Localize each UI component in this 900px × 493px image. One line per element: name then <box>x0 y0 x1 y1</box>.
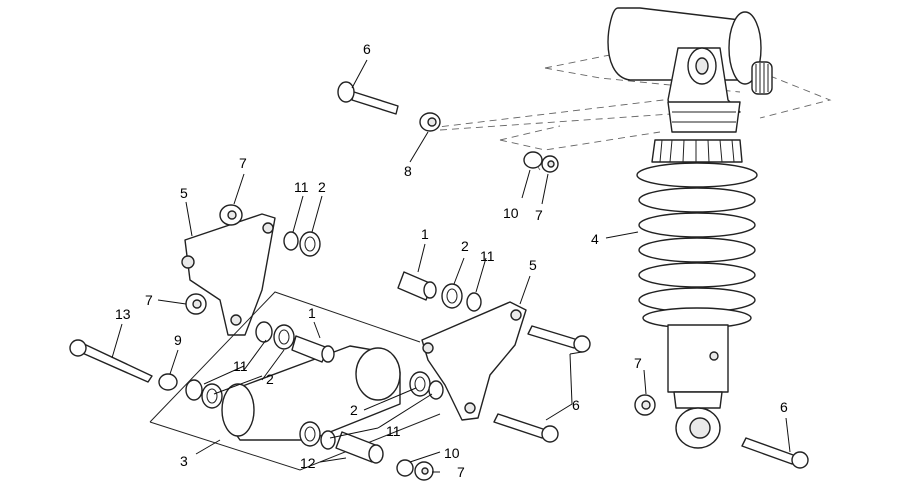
callout-7-lower: 7 <box>457 464 465 480</box>
spacer-1-left <box>291 335 335 363</box>
callout-5-right: 5 <box>529 257 537 273</box>
callout-13: 13 <box>115 306 131 322</box>
bearing-2-lower-left <box>201 383 223 409</box>
callout-7-mid-left: 7 <box>145 292 153 308</box>
bearing-2-lower-right <box>299 421 321 447</box>
bolt-6-right-upper <box>527 325 591 353</box>
washer-11-lower-right <box>320 430 336 450</box>
leader-lines <box>111 59 791 473</box>
nut-8 <box>419 112 441 132</box>
callout-1-left: 1 <box>308 305 316 321</box>
nut-7-mid-left <box>185 293 207 315</box>
bearing-2-right-top <box>441 283 463 309</box>
bearing-2-left-top <box>299 231 321 257</box>
callout-2-lower-right: 2 <box>350 402 358 418</box>
washer-11-right-upper <box>428 380 444 400</box>
shock-absorber <box>607 7 773 449</box>
nut-7-lower <box>414 461 434 481</box>
washer-11-left-top <box>283 231 299 251</box>
callout-9: 9 <box>174 332 182 348</box>
callout-6-right: 6 <box>572 397 580 413</box>
callout-7-right: 7 <box>634 355 642 371</box>
callout-1-right: 1 <box>421 226 429 242</box>
right-plate-5 <box>421 301 527 421</box>
callout-8: 8 <box>404 163 412 179</box>
bearing-2-right-upper <box>409 371 431 397</box>
left-plate-5 <box>181 213 276 336</box>
washer-11-lower-left <box>185 379 203 401</box>
spring-coils <box>636 162 758 329</box>
callout-2-lower-left: 2 <box>266 371 274 387</box>
spacer-12 <box>335 431 384 464</box>
bolt-6-top <box>337 81 399 115</box>
washer-9 <box>158 373 178 391</box>
callout-11-right-top: 11 <box>480 248 495 264</box>
callout-6-far-right: 6 <box>780 399 788 415</box>
callout-10-upper: 10 <box>503 205 519 221</box>
washer-10-lower <box>396 459 414 477</box>
spacer-1-right <box>397 271 437 301</box>
rocker-link-3 <box>221 345 401 441</box>
nut-7-top-left <box>219 204 243 226</box>
callout-2-left-top: 2 <box>318 179 326 195</box>
callout-4: 4 <box>591 231 599 247</box>
link-assembly-outline <box>149 291 441 471</box>
callout-7-upper: 7 <box>535 207 543 223</box>
callout-2-right-top: 2 <box>461 238 469 254</box>
bolt-13 <box>69 339 153 383</box>
callout-10-lower: 10 <box>444 445 460 461</box>
callout-6-top: 6 <box>363 41 371 57</box>
washer-11-mid <box>255 321 273 343</box>
callout-7-left-top: 7 <box>239 155 247 171</box>
bolt-6-right-lower <box>493 413 559 443</box>
callout-11-lower-left: 11 <box>233 358 248 374</box>
washer-10-upper <box>523 151 543 169</box>
callout-12: 12 <box>300 455 316 471</box>
nut-7-upper <box>541 155 559 173</box>
washer-11-right-top <box>466 292 482 312</box>
nut-7-right <box>634 394 656 416</box>
callout-numbers: 6 8 7 5 11 2 10 7 4 1 2 11 5 7 13 9 1 11… <box>115 41 788 480</box>
bearing-2-mid <box>273 324 295 350</box>
callout-5-left: 5 <box>180 185 188 201</box>
callout-11-left-top: 11 <box>294 179 309 195</box>
callout-11-lower-right: 11 <box>386 423 401 439</box>
bolt-6-far-right <box>741 437 809 469</box>
callout-3: 3 <box>180 453 188 469</box>
